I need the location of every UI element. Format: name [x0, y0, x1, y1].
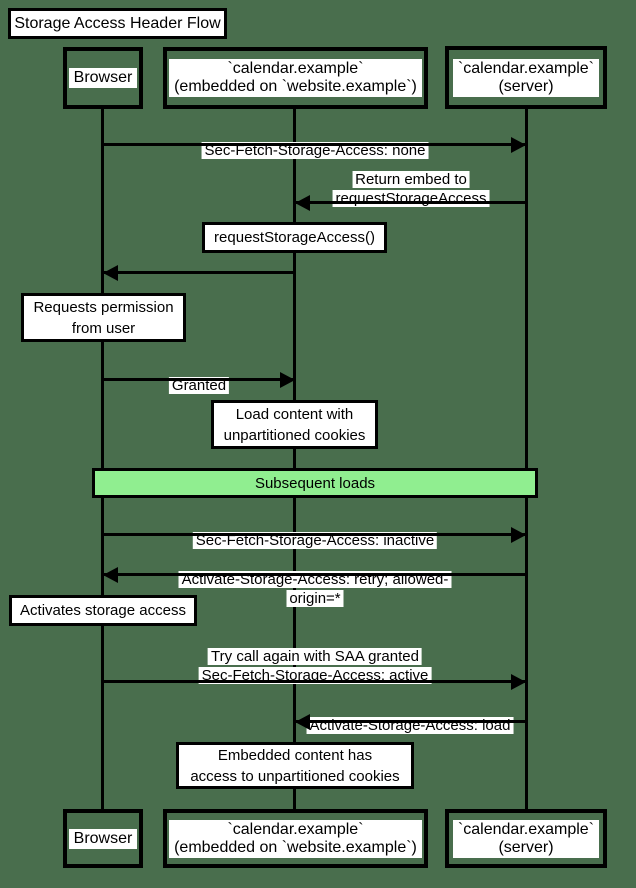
participant-browser-top: Browser: [63, 47, 143, 109]
arrowhead-left-icon: [103, 567, 118, 583]
message-label-activate-load: Activate-Storage-Access: load: [306, 697, 514, 735]
participant-server-top-label: `calendar.example` (server): [452, 58, 600, 97]
arrowhead-left-icon: [103, 265, 118, 281]
message-label-granted: Granted: [168, 357, 230, 395]
participant-embed-bottom: `calendar.example` (embedded on `website…: [163, 809, 428, 868]
note-requests-permission: Requests permission from user: [21, 293, 186, 342]
band-label: Subsequent loads: [254, 474, 376, 492]
arrowhead-left-icon: [295, 195, 310, 211]
arrowhead-right-icon: [280, 372, 295, 388]
participant-browser-bottom-label: Browser: [68, 828, 138, 849]
participant-embed-top-label: `calendar.example` (embedded on `website…: [169, 59, 422, 97]
message-arrow-return-embed: [295, 201, 526, 204]
message-arrow-to-browser: [103, 271, 295, 274]
participant-server-bottom: `calendar.example` (server): [445, 809, 607, 868]
message-arrow-activate-retry: [103, 573, 526, 576]
note-request-storage-access: requestStorageAccess(): [202, 222, 387, 253]
message-label-try-again: Try call again with SAA granted Sec-Fetc…: [198, 628, 432, 685]
message-arrow-sec-fetch-inactive: [103, 533, 526, 536]
diagram-title: Storage Access Header Flow: [8, 8, 227, 39]
lifeline-server: [525, 109, 528, 809]
message-label-sec-fetch-inactive: Sec-Fetch-Storage-Access: inactive: [192, 512, 438, 550]
participant-embed-bottom-label: `calendar.example` (embedded on `website…: [169, 819, 422, 858]
participant-server-bottom-label: `calendar.example` (server): [452, 819, 600, 858]
lifeline-browser: [101, 109, 104, 809]
message-label-activate-retry: Activate-Storage-Access: retry; allowed-…: [155, 551, 476, 608]
message-label-sec-fetch-none: Sec-Fetch-Storage-Access: none: [201, 122, 429, 160]
message-arrow-activate-load: [295, 720, 526, 723]
lifeline-embed: [293, 109, 296, 809]
participant-embed-top: `calendar.example` (embedded on `website…: [163, 47, 428, 109]
message-label-return-embed: Return embed to requestStorageAccess: [332, 151, 490, 208]
arrowhead-right-icon: [511, 674, 526, 690]
participant-browser-top-label: Browser: [68, 68, 138, 88]
arrowhead-left-icon: [295, 714, 310, 730]
note-activates-storage: Activates storage access: [9, 595, 197, 626]
message-arrow-try-again: [103, 680, 526, 683]
message-arrow-sec-fetch-none: [103, 143, 526, 146]
message-arrow-granted: [103, 378, 295, 381]
arrowhead-right-icon: [511, 137, 526, 153]
note-embedded-content: Embedded content has access to unpartiti…: [176, 742, 414, 789]
band-subsequent-loads: Subsequent loads: [92, 468, 538, 498]
participant-browser-bottom: Browser: [63, 809, 143, 868]
participant-server-top: `calendar.example` (server): [445, 46, 607, 109]
note-load-content: Load content with unpartitioned cookies: [211, 400, 378, 449]
arrowhead-right-icon: [511, 527, 526, 543]
